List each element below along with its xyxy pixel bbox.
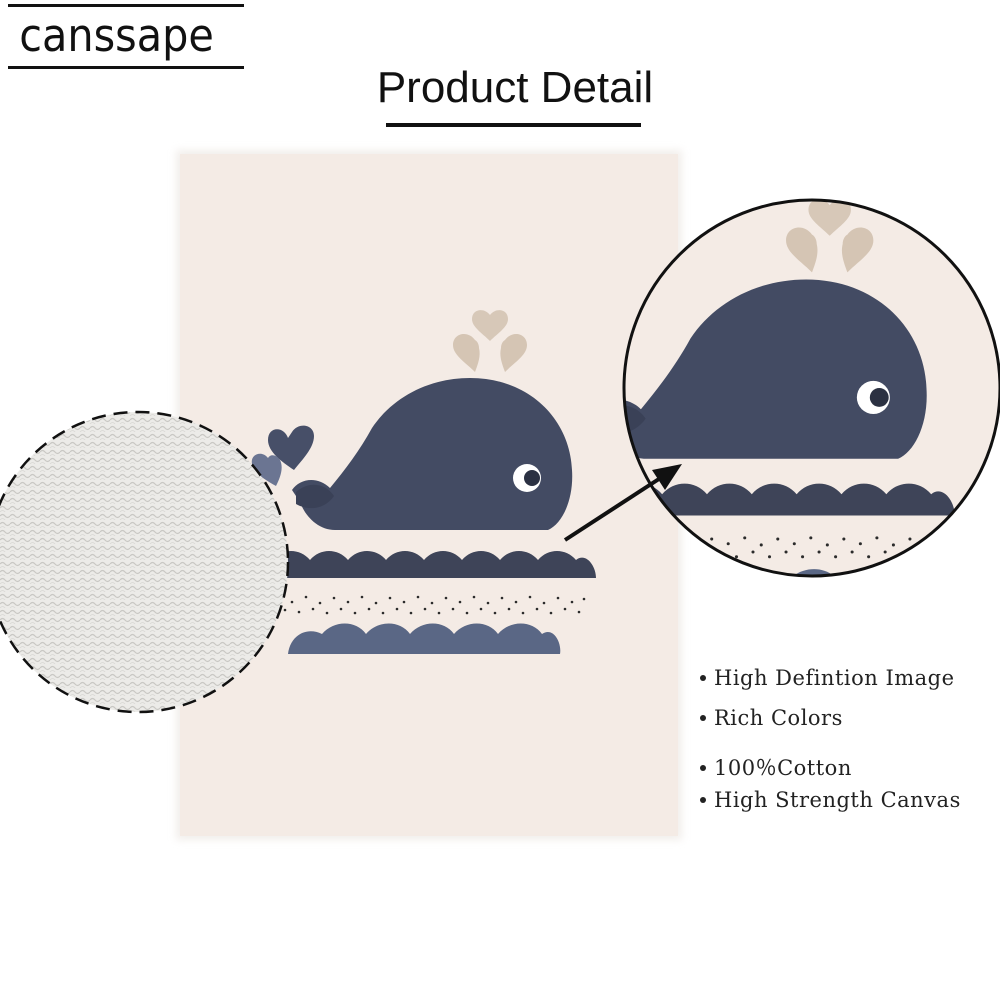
brand-bottom-line	[8, 66, 244, 69]
feature-text: 100％Cotton	[714, 756, 852, 780]
bullet-icon	[700, 796, 706, 803]
feature-item: 100％Cotton	[700, 752, 852, 782]
canvas-texture-magnifier	[0, 410, 290, 714]
feature-item: Rich Colors	[700, 706, 843, 730]
feature-text: Rich Colors	[714, 706, 843, 730]
bullet-icon	[700, 674, 706, 681]
title-underline	[386, 123, 641, 127]
brand-top-line	[8, 4, 244, 7]
bullet-icon	[700, 714, 706, 721]
zoom-magnifier	[622, 198, 1000, 578]
brand-name: canssape	[19, 9, 214, 62]
brand-logo: canssape	[8, 4, 244, 72]
arrow-icon	[563, 464, 682, 542]
feature-text: High Defintion Image	[714, 666, 955, 690]
feature-item: High Strength Canvas	[700, 788, 961, 812]
feature-text: High Strength Canvas	[714, 788, 961, 812]
page-title: Product Detail	[376, 63, 654, 112]
feature-item: High Defintion Image	[700, 666, 955, 690]
bullet-icon	[700, 764, 706, 771]
